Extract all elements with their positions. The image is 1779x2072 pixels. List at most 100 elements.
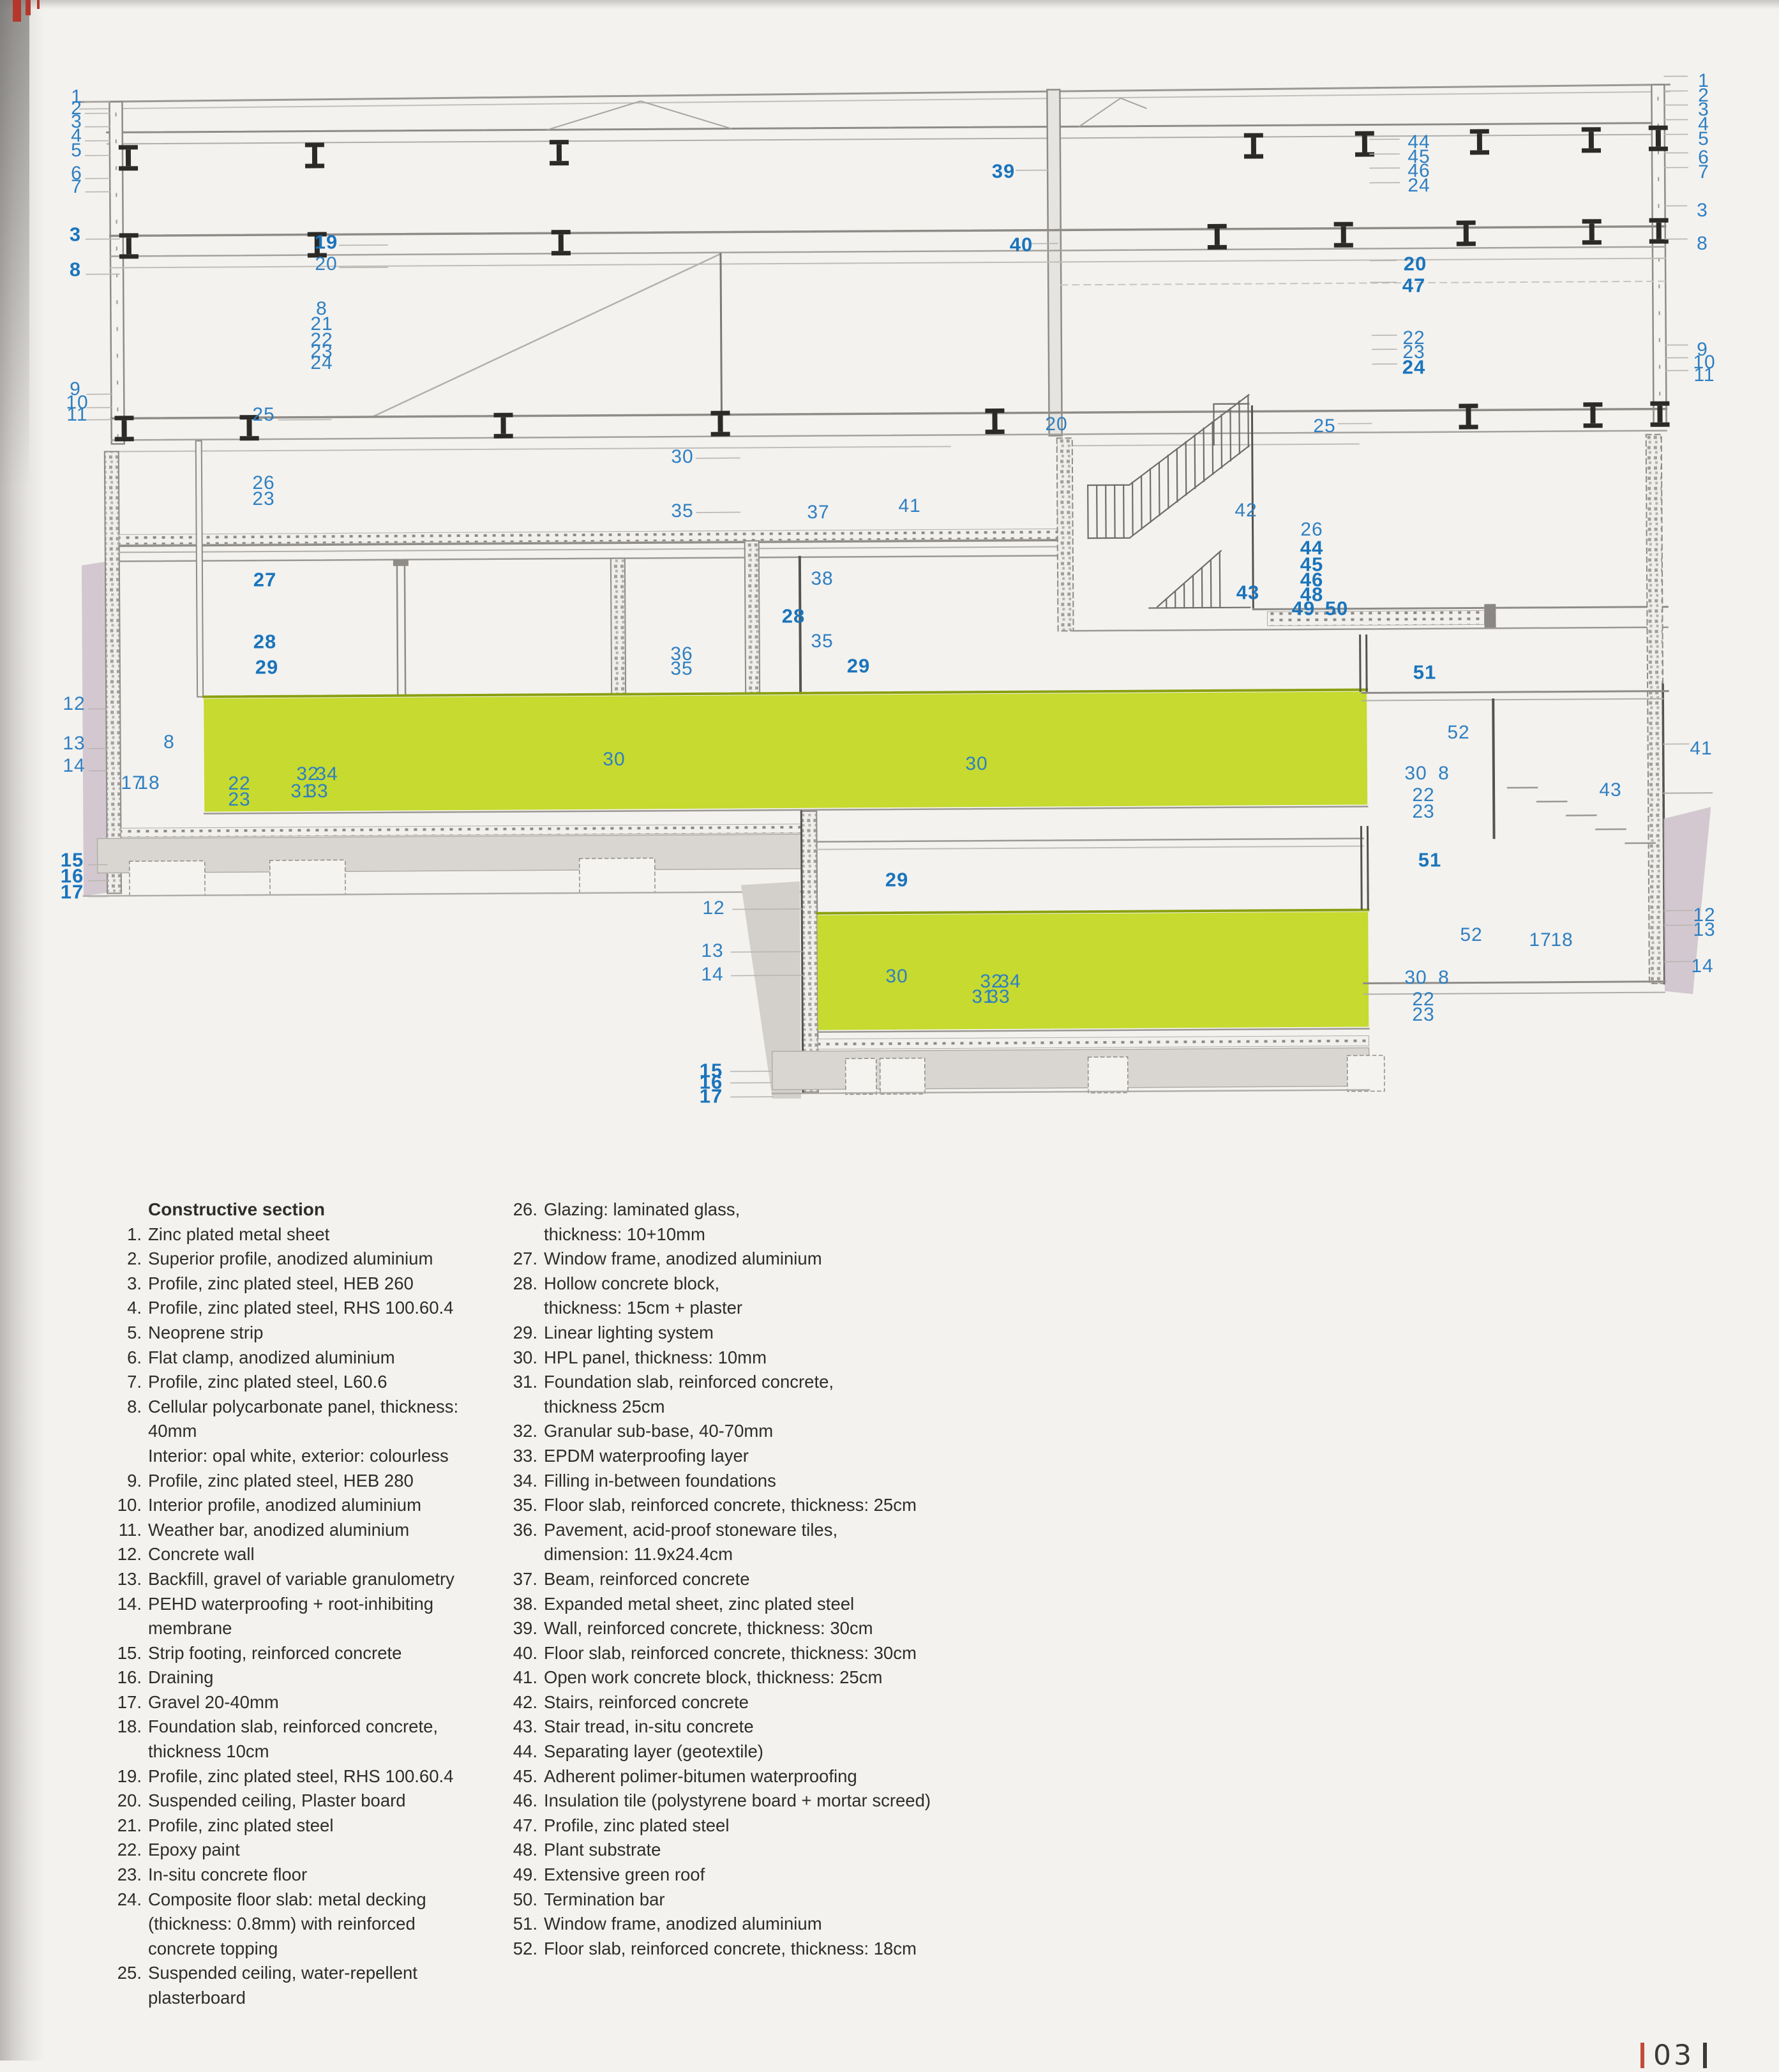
callout-19: 19 <box>314 230 338 253</box>
legend-item-number: 10. <box>117 1495 142 1515</box>
legend-item-text: Expanded metal sheet, zinc plated steel <box>544 1593 855 1614</box>
legend-item-text: Filling in-between foundations <box>544 1470 776 1490</box>
callout-5: 5 <box>71 140 82 161</box>
callout-23: 23 <box>310 341 333 362</box>
footer-red-bar <box>1640 2043 1644 2068</box>
callout-10: 10 <box>1693 352 1716 373</box>
legend-item-text: Draining <box>148 1667 214 1688</box>
legend-item-number: 20. <box>117 1790 142 1811</box>
callout-13: 13 <box>701 940 724 961</box>
legend-item: 16. Draining <box>102 1665 511 1690</box>
legend-item-text: Window frame, anodized aluminium <box>544 1249 822 1269</box>
legend-item-number: 28. <box>513 1273 537 1293</box>
legend-item-number: 22. <box>117 1840 142 1860</box>
legend-item-number: 47. <box>513 1815 537 1835</box>
callout-28: 28 <box>253 630 277 653</box>
callout-8: 8 <box>163 732 175 753</box>
callout-35: 35 <box>671 500 694 522</box>
callout-35: 35 <box>811 631 834 652</box>
callout-23: 23 <box>228 789 251 810</box>
legend-item-text: Stairs, reinforced concrete <box>544 1692 749 1712</box>
legend-item-number: 15. <box>117 1642 142 1663</box>
legend-item-text: Profile, zinc plated steel, RHS 100.60.4 <box>148 1766 454 1786</box>
callout-30: 30 <box>1404 967 1427 988</box>
callout-36: 36 <box>670 643 693 664</box>
callout-6: 6 <box>71 163 82 184</box>
callout-24: 24 <box>1402 356 1426 379</box>
callout-32: 32 <box>296 763 319 785</box>
callout-15: 15 <box>699 1059 723 1082</box>
callout-34: 34 <box>998 971 1021 992</box>
callout-38: 38 <box>811 568 834 589</box>
legend-item-text: Beam, reinforced concrete <box>544 1568 750 1589</box>
callout-35: 35 <box>670 658 693 679</box>
legend-item-text: Profile, zinc plated steel, HEB 280 <box>148 1470 414 1490</box>
legend-item-text: Neoprene strip <box>148 1322 264 1342</box>
legend-item-number: 7. <box>127 1372 142 1392</box>
callout-23: 23 <box>1412 801 1435 822</box>
callout-20: 20 <box>1403 252 1427 275</box>
callout-52: 52 <box>1460 924 1483 945</box>
legend-item: 45.Adherent polimer-bitumen waterproofin… <box>497 1764 943 1789</box>
section-linework <box>79 75 1713 1099</box>
callout-7: 7 <box>71 176 82 197</box>
callout-25: 25 <box>1313 416 1336 437</box>
callout-32: 32 <box>980 971 1003 992</box>
legend-item-number: 27. <box>513 1249 537 1269</box>
legend-item-text: Profile, zinc plated steel, L60.6 <box>148 1372 387 1392</box>
callout-25: 25 <box>252 404 275 425</box>
red-registration-mark <box>13 0 21 22</box>
callout-52: 52 <box>1447 722 1470 743</box>
callout-46: 46 <box>1407 160 1430 181</box>
legend-item: 29.Linear lighting system <box>497 1321 943 1346</box>
legend-item-text: Composite floor slab: metal decking (thi… <box>148 1889 426 1958</box>
callout-2: 2 <box>71 98 82 119</box>
legend-item-text: Suspended ceiling, water-repellent plast… <box>148 1963 417 2008</box>
legend-item-text: Hollow concrete block, thickness: 15cm +… <box>544 1273 743 1318</box>
callout-3: 3 <box>1698 99 1709 120</box>
callout-2: 2 <box>1698 85 1709 106</box>
callout-20: 20 <box>315 253 338 274</box>
legend-item: 20.Suspended ceiling, Plaster board <box>102 1789 511 1813</box>
callout-40: 40 <box>1009 233 1033 256</box>
callout-33: 33 <box>987 986 1010 1007</box>
legend-item-number: 17. <box>117 1692 142 1712</box>
legend-item-number: 16. <box>117 1667 142 1688</box>
legend-item-number: 34. <box>513 1470 537 1490</box>
callout-47: 47 <box>1402 274 1426 297</box>
legend-title: Constructive section <box>148 1199 325 1219</box>
legend-item-text: Weather bar, anodized aluminium <box>148 1519 410 1540</box>
legend-item-number: 35. <box>513 1495 537 1515</box>
legend-item: 32.Granular sub-base, 40-70mm <box>497 1419 943 1444</box>
legend-item: 49.Extensive green roof <box>497 1863 943 1888</box>
callout-42: 42 <box>1235 500 1257 521</box>
callout-16: 16 <box>699 1070 723 1093</box>
legend-item-text: Floor slab, reinforced concrete, thickne… <box>544 1938 917 1958</box>
legend-item: 33.EPDM waterproofing layer <box>497 1444 943 1469</box>
legend-item: 50.Termination bar <box>497 1888 943 1912</box>
legend-item-text: Granular sub-base, 40-70mm <box>544 1421 774 1441</box>
legend-item: 34. Filling in-between foundations <box>497 1469 943 1494</box>
callout-20: 20 <box>1045 414 1068 435</box>
callout-3: 3 <box>69 223 82 246</box>
legend-item: 8.Cellular polycarbonate panel, thicknes… <box>102 1395 511 1469</box>
callout-14: 14 <box>63 755 86 776</box>
callout-39: 39 <box>991 160 1016 183</box>
legend-item-number: 30. <box>513 1347 537 1367</box>
legend-item: 25.Suspended ceiling, water-repellent pl… <box>102 1961 511 2010</box>
callout-44: 44 <box>1300 536 1324 559</box>
legend-item-number: 52. <box>513 1938 537 1958</box>
callout-8: 8 <box>69 258 82 281</box>
legend-item-number: 24. <box>117 1889 142 1909</box>
callout-9: 9 <box>1697 339 1708 360</box>
legend-item-number: 37. <box>513 1568 537 1589</box>
legend-item: 30. HPL panel, thickness: 10mm <box>497 1346 943 1370</box>
legend-item-text: HPL panel, thickness: 10mm <box>544 1347 767 1367</box>
legend-item-text: Floor slab, reinforced concrete, thickne… <box>544 1495 917 1515</box>
legend-item-text: Interior profile, anodized aluminium <box>148 1495 421 1515</box>
callout-17: 17 <box>121 772 144 793</box>
callout-29: 29 <box>255 656 279 679</box>
legend-item-number: 4. <box>127 1298 142 1318</box>
legend-item: 35. Floor slab, reinforced concrete, thic… <box>497 1493 943 1518</box>
legend-item: 5.Neoprene strip <box>102 1321 511 1346</box>
